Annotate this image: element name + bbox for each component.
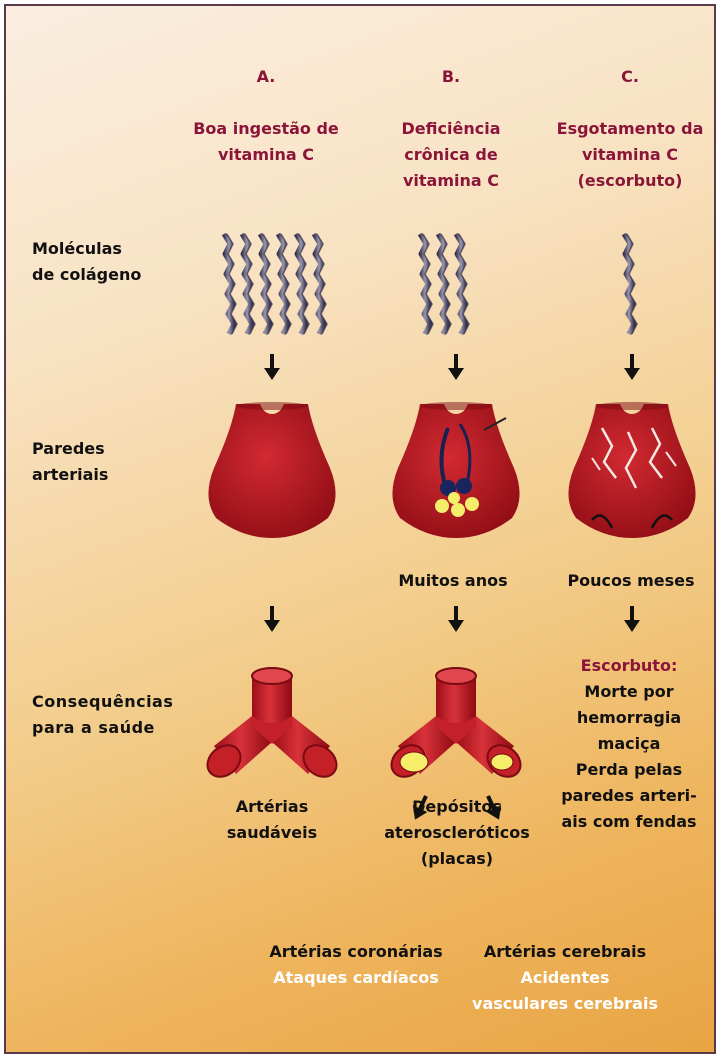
arrow-down-icon	[264, 606, 280, 632]
collagen-b	[420, 234, 469, 334]
coronary-subtitle: Ataques cardíacos	[256, 965, 456, 991]
outcome-c: Escorbuto: Morte por hemorragia maciça P…	[544, 653, 714, 835]
branch-cerebral: Artérias cerebrais Acidentes vasculares …	[460, 939, 670, 1017]
scurvy-description: Morte por hemorragia maciça Perda pelas …	[544, 679, 714, 835]
collagen-a	[224, 234, 327, 334]
timeline-c: Poucos meses	[546, 568, 716, 594]
healthy-artery	[201, 668, 343, 783]
cerebral-title: Artérias cerebrais	[460, 939, 670, 965]
scurvy-title: Escorbuto:	[544, 653, 714, 679]
arrow-down-icon	[448, 606, 464, 632]
arrow-down-icon	[624, 354, 640, 380]
outcome-a: Artérias saudáveis	[182, 794, 362, 846]
diagram-frame: A. Boa ingestão de vitamina C B. Deficiê…	[4, 4, 716, 1054]
timeline-b: Muitos anos	[368, 568, 538, 594]
coronary-title: Artérias coronárias	[256, 939, 456, 965]
arterial-wall-b	[392, 402, 519, 538]
arterial-wall-a	[208, 402, 335, 538]
arrow-down-icon	[448, 354, 464, 380]
arrow-down-icon	[624, 606, 640, 632]
cerebral-subtitle: Acidentes vasculares cerebrais	[460, 965, 670, 1017]
collagen-c	[624, 234, 637, 334]
branch-coronary: Artérias coronárias Ataques cardíacos	[256, 939, 456, 991]
arterial-wall-c	[568, 402, 695, 538]
plaque-artery	[385, 668, 527, 783]
arrow-down-icon	[264, 354, 280, 380]
outcome-b: Depósitos ateroscleróticos (placas)	[362, 794, 552, 872]
diagram-artwork	[6, 6, 714, 1052]
